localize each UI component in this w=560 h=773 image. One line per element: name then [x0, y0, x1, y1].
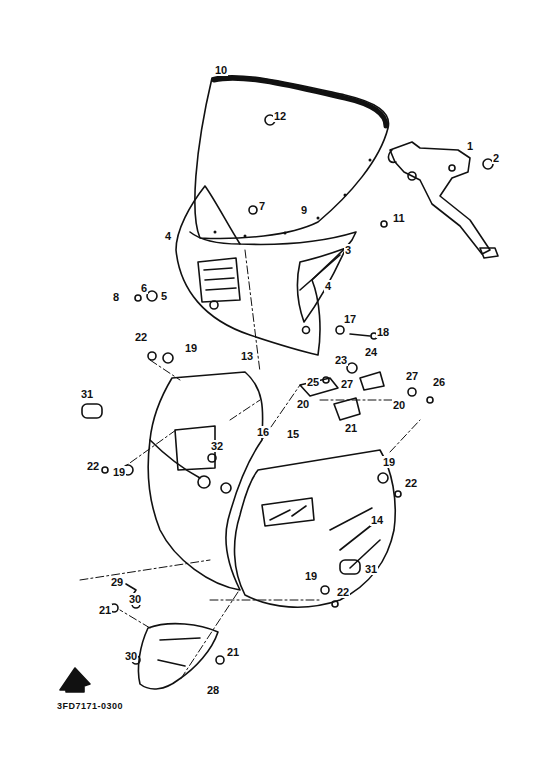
callout-number: 6 [140, 282, 148, 294]
callout-number: 19 [382, 456, 396, 468]
callout-number: 23 [334, 354, 348, 366]
callout-number: 27 [340, 378, 354, 390]
callout-number: 25 [306, 376, 320, 388]
callout-number: 19 [112, 466, 126, 478]
callout-number: 28 [206, 684, 220, 696]
callout-number: 26 [432, 376, 446, 388]
callout-number: 8 [112, 291, 120, 303]
lower-cowl-right [235, 450, 396, 607]
callout-number: 31 [80, 388, 94, 400]
callout-number: 22 [134, 331, 148, 343]
windshield-trim [214, 78, 386, 126]
windshield [195, 76, 389, 239]
callout-number: 29 [110, 576, 124, 588]
callout-number: 12 [273, 110, 287, 122]
callout-number: 21 [98, 604, 112, 616]
callout-number: 9 [300, 204, 308, 216]
callout-number: 14 [370, 514, 384, 526]
callout-number: 30 [124, 650, 138, 662]
upper-cowl [176, 186, 356, 355]
callout-number: 17 [343, 313, 357, 325]
callout-number: 19 [184, 342, 198, 354]
lower-cowl-left [148, 372, 263, 590]
callout-number: 21 [226, 646, 240, 658]
callout-number: 20 [296, 398, 310, 410]
callout-number: 15 [286, 428, 300, 440]
callout-number: 24 [364, 346, 378, 358]
callout-number: 1 [466, 140, 474, 152]
callout-number: 32 [210, 440, 224, 452]
callout-number: 11 [392, 212, 406, 224]
callout-number: 4 [164, 230, 172, 242]
callout-number: 2 [492, 152, 500, 164]
reflector [340, 560, 360, 574]
cowl-stay [390, 142, 490, 254]
callout-number: 22 [404, 477, 418, 489]
callout-number: 13 [240, 350, 254, 362]
headlight-opening [198, 258, 240, 302]
callout-number: 19 [304, 570, 318, 582]
callout-number: 22 [86, 460, 100, 472]
callout-number: 31 [364, 563, 378, 575]
callout-number: 30 [128, 593, 142, 605]
side-panel [297, 248, 346, 322]
callout-number: 5 [160, 290, 168, 302]
callout-number: 27 [405, 370, 419, 382]
callout-number: 7 [258, 200, 266, 212]
callout-number: 16 [256, 426, 270, 438]
drawing-code: 3FD7171-0300 [56, 700, 124, 712]
under-cover [138, 624, 218, 689]
callout-number: 21 [344, 422, 358, 434]
forward-arrow [60, 668, 90, 692]
callout-number: 10 [214, 64, 228, 76]
callout-number: 3 [344, 244, 352, 256]
callout-number: 4 [324, 280, 332, 292]
callout-number: 22 [336, 586, 350, 598]
callout-number: 20 [392, 399, 406, 411]
reflector [82, 404, 102, 418]
callout-number: 18 [376, 326, 390, 338]
